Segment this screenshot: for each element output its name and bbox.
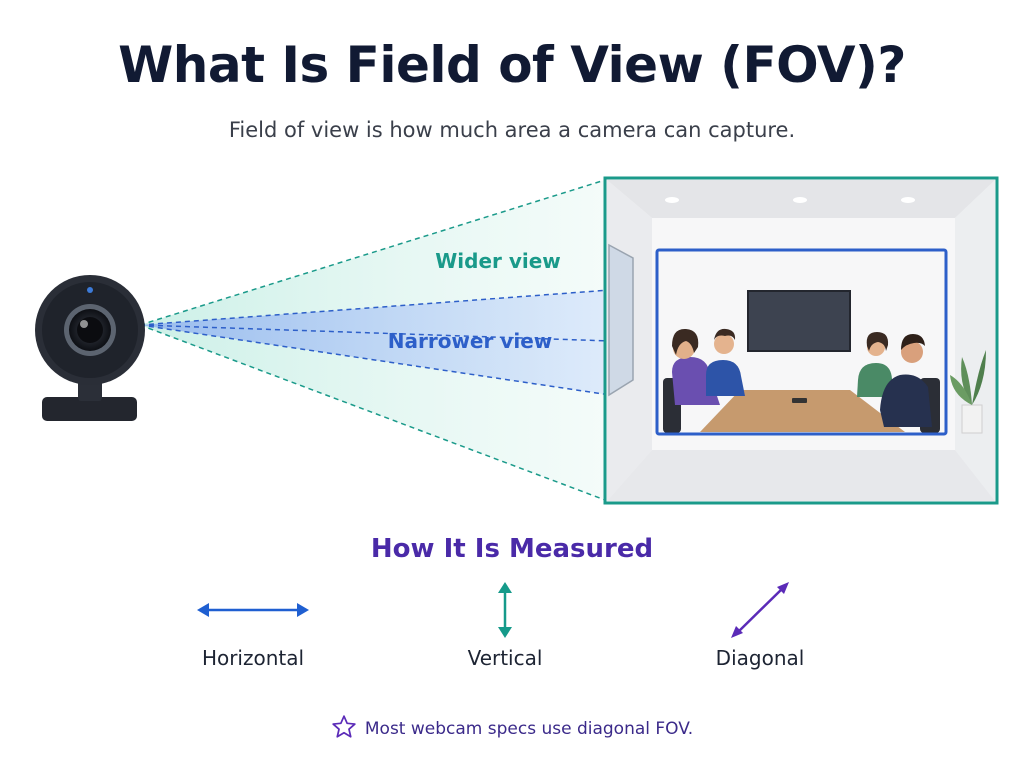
narrow-view-cone — [139, 289, 611, 396]
star-icon — [332, 715, 356, 738]
diagonal-label: Diagonal — [715, 646, 805, 670]
vertical-label: Vertical — [467, 646, 543, 670]
diagonal-arrow-icon — [731, 582, 789, 638]
horizontal-label: Horizontal — [201, 646, 305, 670]
measured-heading: How It Is Measured — [370, 534, 654, 564]
fov-diagram: Wider view Narrower view — [35, 176, 999, 505]
note-text: Most webcam specs use diagonal FOV. — [364, 719, 694, 739]
narrower-view-label: Narrower view — [388, 329, 553, 353]
measure-diagonal: Diagonal — [660, 580, 860, 670]
fov-note: Most webcam specs use diagonal FOV. — [0, 714, 1024, 740]
measure-vertical: Vertical — [405, 580, 605, 670]
page-title: What Is Field of View (FOV)? — [118, 36, 906, 94]
narrow-view-frame — [655, 248, 948, 436]
horizontal-arrow-icon — [197, 603, 309, 617]
conference-room-illustration — [603, 176, 999, 505]
vertical-arrow-icon — [498, 582, 512, 638]
page-subtitle: Field of view is how much area a camera … — [228, 118, 796, 142]
wider-view-label: Wider view — [435, 249, 561, 273]
webcam-icon — [35, 275, 145, 421]
measure-horizontal: Horizontal — [153, 580, 353, 670]
